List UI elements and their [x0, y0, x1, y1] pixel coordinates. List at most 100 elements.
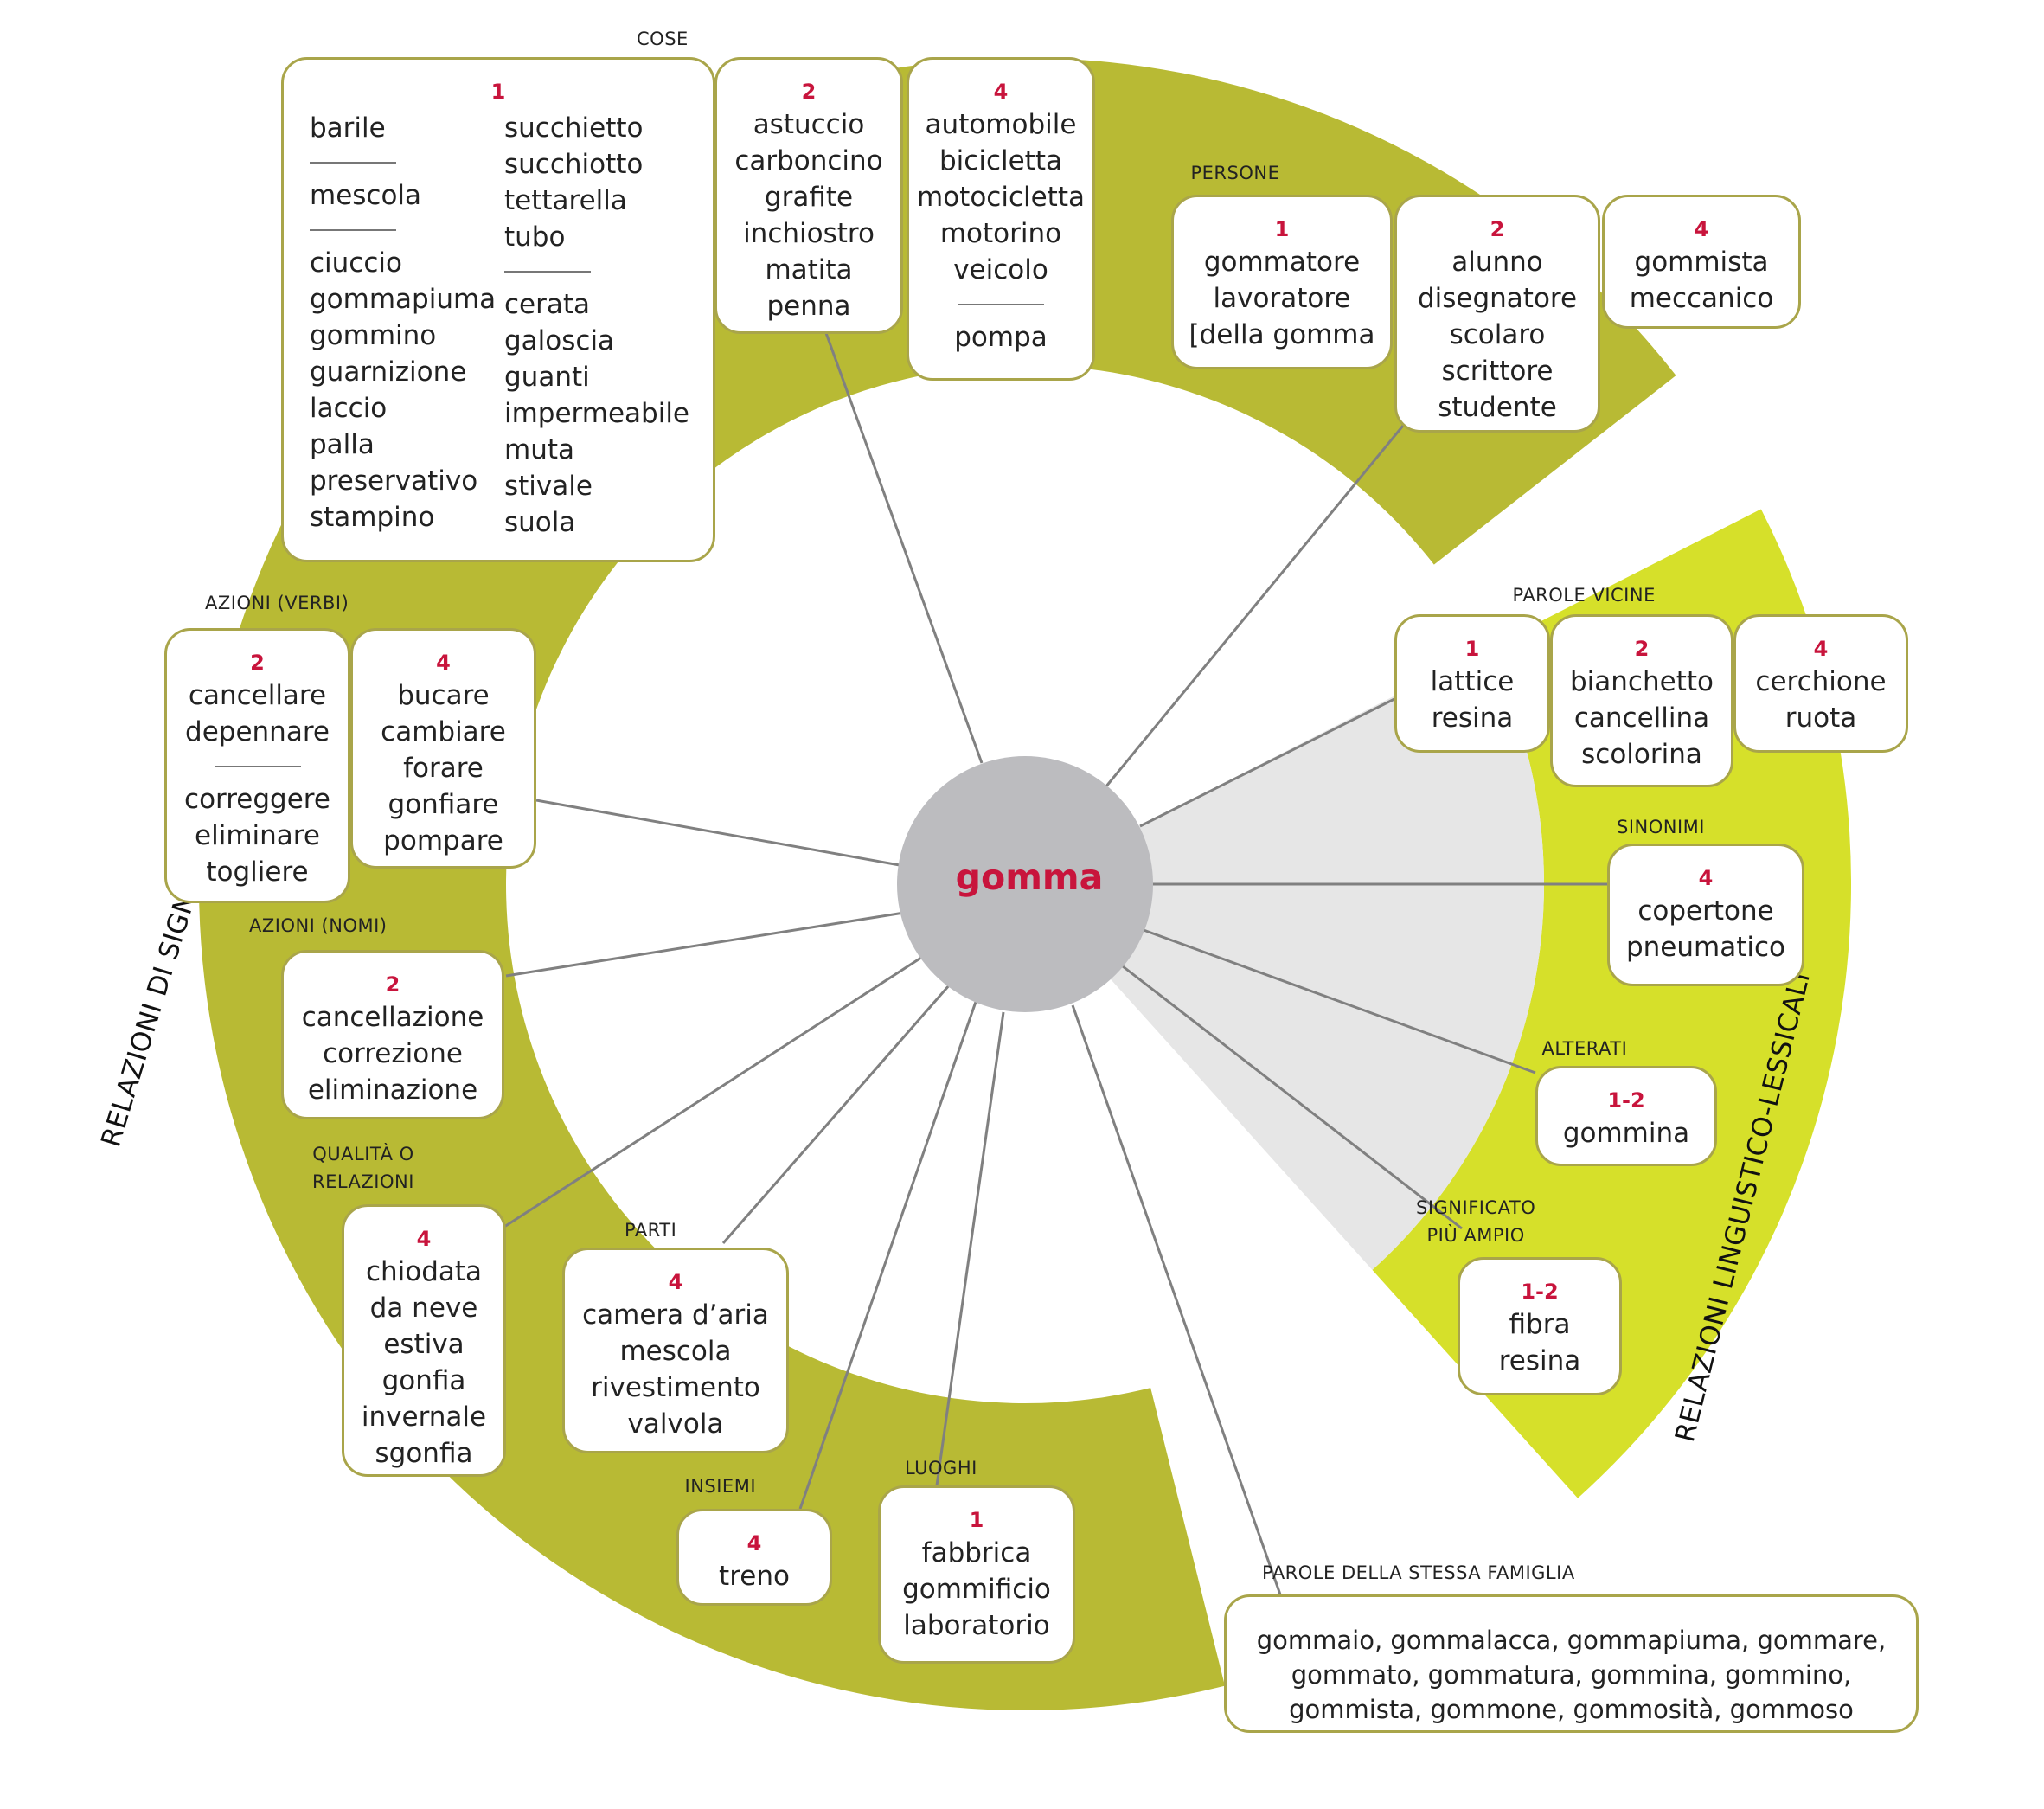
insiemi4-content: 4 treno — [679, 1529, 830, 1594]
word: impermeabile — [504, 398, 690, 429]
word: inchiostro — [743, 218, 875, 249]
word: veicolo — [953, 254, 1048, 285]
word: gonfiare — [388, 789, 499, 820]
level-number: 2 — [1634, 637, 1650, 661]
center-word: gomma — [955, 856, 1104, 898]
word: lattice — [1430, 666, 1515, 697]
category-azioni-nomi: AZIONI (NOMI) — [249, 915, 388, 936]
word: gommina — [1562, 1118, 1690, 1149]
word: correggere — [184, 784, 330, 815]
category-qualita: QUALITÀ O RELAZIONI — [312, 1140, 414, 1196]
word: laccio — [310, 393, 388, 424]
level-number: 4 — [668, 1270, 683, 1294]
word: cancellare — [188, 680, 327, 711]
category-azioni-verbi: AZIONI (VERBI) — [205, 593, 349, 613]
word: alunno — [1451, 247, 1543, 278]
word: [della gomma — [1189, 319, 1375, 350]
category-luoghi: LUOGHI — [905, 1458, 977, 1479]
center-circle — [897, 756, 1153, 1012]
word: eliminazione — [307, 1074, 478, 1106]
word: cambiare — [381, 716, 506, 747]
box-insiemi-4: 4 treno — [676, 1509, 832, 1606]
word: stivale — [504, 471, 593, 502]
word: muta — [504, 434, 574, 465]
connector-nomi2 — [505, 911, 905, 978]
word: gommino — [310, 320, 437, 351]
separator-line — [504, 271, 591, 273]
word: gommificio — [902, 1574, 1051, 1605]
connector-persone2 — [1104, 425, 1405, 788]
level-number: 2 — [385, 972, 400, 997]
family-line: gommista, gommone, gommosità, gommoso — [1289, 1695, 1854, 1724]
word: penna — [766, 291, 851, 322]
connector-luoghi1 — [935, 1011, 1005, 1486]
word: mescola — [310, 180, 422, 211]
connector-insiemi4 — [798, 1001, 977, 1510]
connector-significato — [1122, 965, 1463, 1230]
word: correzione — [323, 1038, 463, 1069]
famiglia-words: gommaio, gommalacca, gommapiuma, gommare… — [1227, 1623, 1916, 1727]
word: bicicletta — [939, 145, 1062, 176]
word: matita — [765, 254, 853, 285]
level-number: 4 — [746, 1531, 762, 1556]
word: scrittore — [1441, 356, 1554, 387]
nomi2-content: 2 cancellazione correzione eliminazione — [284, 970, 502, 1108]
category-qualita-line2: RELAZIONI — [312, 1171, 414, 1192]
lexical-relations-wedge — [1025, 648, 1544, 1270]
word: pneumatico — [1625, 932, 1786, 963]
word: bianchetto — [1570, 666, 1714, 697]
word: da neve — [369, 1293, 478, 1324]
level-number: 1 — [969, 1508, 984, 1532]
word: tubo — [504, 221, 566, 253]
word: cancellina — [1573, 702, 1710, 734]
word: chiodata — [365, 1256, 483, 1287]
separator-line — [310, 162, 396, 164]
word: ruota — [1784, 702, 1857, 734]
connector-parti4 — [721, 984, 952, 1244]
word: eliminare — [195, 820, 320, 851]
word: succhietto — [504, 112, 644, 144]
connector-verbi4 — [535, 799, 900, 867]
category-cose: COSE — [637, 29, 689, 49]
word: motocicletta — [917, 182, 1085, 213]
category-persone: PERSONE — [1190, 163, 1280, 183]
level-number: 2 — [1490, 217, 1505, 241]
word: gommatore — [1203, 247, 1361, 278]
word: gommapiuma — [310, 284, 497, 315]
word: carboncino — [734, 145, 883, 176]
word: astuccio — [753, 109, 865, 140]
separator-line — [310, 229, 396, 231]
word: palla — [310, 429, 375, 460]
level-number: 1-2 — [1607, 1088, 1645, 1113]
word: scolaro — [1449, 319, 1546, 350]
word: invernale — [361, 1402, 487, 1433]
level-number: 1 — [490, 80, 506, 104]
word: fabbrica — [921, 1537, 1032, 1568]
word: guarnizione — [310, 356, 467, 388]
word: cancellazione — [301, 1002, 484, 1033]
category-famiglia: PAROLE DELLA STESSA FAMIGLIA — [1262, 1562, 1575, 1583]
word: togliere — [206, 856, 309, 888]
word: treno — [719, 1561, 790, 1592]
category-significato-line1: SIGNIFICATO — [1416, 1197, 1536, 1218]
word: tettarella — [504, 185, 627, 216]
word: pompa — [954, 322, 1048, 353]
connector-qualita4 — [503, 954, 925, 1228]
